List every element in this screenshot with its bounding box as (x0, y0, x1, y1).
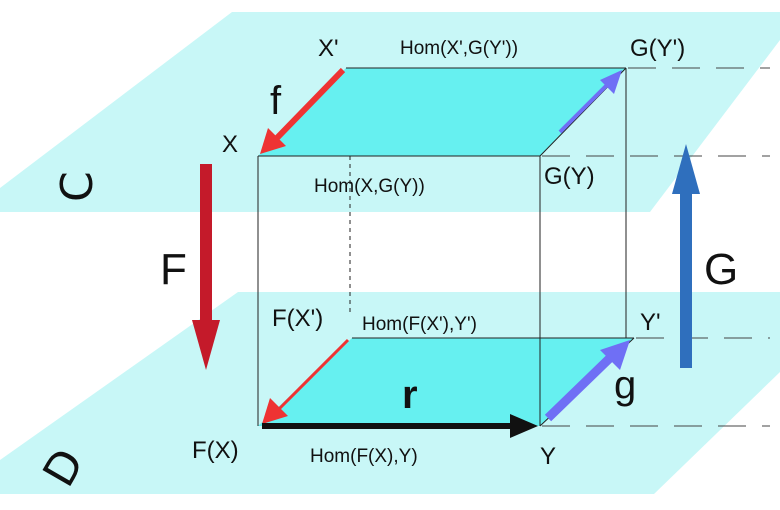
object-x-prime: X' (318, 35, 339, 62)
arrow-r (262, 414, 538, 438)
arrow-g-top (558, 70, 622, 134)
hom-square-top (258, 68, 626, 156)
object-x: X (222, 131, 238, 158)
functor-G-label: G (704, 245, 738, 294)
category-c-label: C (52, 171, 103, 202)
object-g-y: G(Y) (544, 163, 595, 190)
hom-top-back-label: Hom(X',G(Y')) (400, 38, 518, 59)
hom-bottom-back-label: Hom(F(X'),Y') (362, 314, 477, 335)
hom-top-front-label: Hom(X,G(Y)) (314, 176, 425, 197)
arrow-f-bottom (262, 338, 350, 424)
object-f-x-prime: F(X') (272, 305, 323, 332)
arrow-F (192, 164, 220, 370)
object-y-prime: Y' (640, 309, 661, 336)
arrow-G (672, 144, 700, 368)
morphism-g-label: g (614, 363, 636, 407)
arrow-g (544, 340, 630, 422)
guide-lines (542, 67, 770, 427)
object-g-y-prime: G(Y') (630, 35, 685, 62)
morphism-f-label: f (270, 79, 282, 123)
functor-F-label: F (160, 245, 187, 294)
object-f-x: F(X) (192, 437, 239, 464)
morphism-r-label: r (402, 373, 418, 417)
object-y: Y (540, 443, 556, 470)
hom-bottom-front-label: Hom(F(X),Y) (310, 446, 418, 467)
arrow-f (260, 67, 346, 154)
